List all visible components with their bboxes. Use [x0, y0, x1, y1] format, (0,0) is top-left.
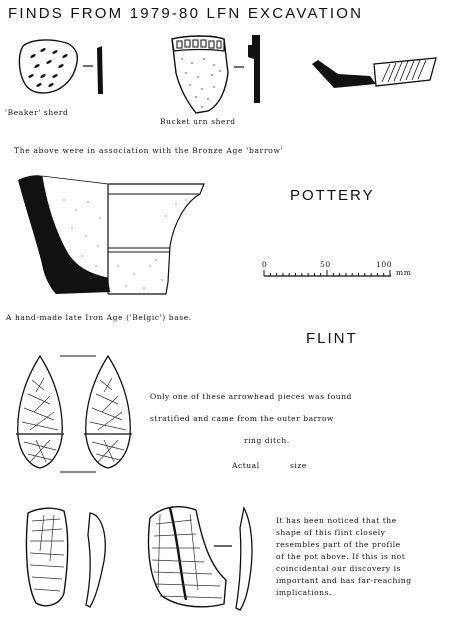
pottery-heading: POTTERY: [290, 187, 375, 204]
flint-note-line: coincidental our discovery is: [276, 564, 401, 573]
rim-sherd-drawing: [312, 57, 437, 88]
flint-note-line: shape of this flint closely: [276, 528, 386, 537]
scale-tick-0: 0: [262, 260, 268, 269]
scale-unit: mm: [396, 268, 412, 277]
base-caption: A hand-made late Iron Age ('Belgic') bas…: [6, 313, 192, 322]
beaker-sherd-drawing: [18, 39, 103, 94]
iron-age-base-drawing: [18, 175, 205, 295]
flint-note-line: important and has far-reaching: [276, 576, 412, 585]
arrowhead-left: [16, 354, 64, 469]
flint-note-line: resembles part of the profile: [276, 540, 401, 549]
arrowhead-right: [84, 354, 132, 469]
actual-label: Actual: [232, 461, 260, 470]
arrowhead-text-1: Only one of these arrowhead pieces was f…: [150, 392, 352, 401]
arrowheads-drawing: [16, 354, 132, 473]
flint-note-line: of the pot above. If this is not: [276, 552, 406, 561]
arrowhead-text-2: stratified and came from the outer barro…: [150, 414, 334, 423]
page-title: FINDS FROM 1979-80 LFN EXCAVATION: [8, 5, 364, 22]
beaker-caption: 'Beaker' sherd: [5, 108, 69, 117]
scale-bar: [263, 270, 391, 277]
flint-heading: FLINT: [306, 330, 358, 347]
flint-note-line: implications.: [276, 588, 332, 597]
flint-drawing-right: [147, 506, 253, 611]
scale-tick-100: 100: [376, 260, 393, 269]
scale-tick-50: 50: [320, 260, 331, 269]
size-label: size: [290, 461, 307, 470]
flint-note: It has been noticed that the shape of th…: [276, 515, 452, 599]
bucket-caption: Bucket urn sherd: [160, 117, 236, 126]
bucket-urn-sherd-drawing: [171, 35, 260, 114]
arrowhead-text-3: ring ditch.: [244, 436, 290, 445]
flint-drawing-left: [25, 507, 106, 608]
flint-note-line: It has been noticed that the: [276, 516, 397, 525]
association-caption: The above were in association with the B…: [14, 146, 284, 155]
